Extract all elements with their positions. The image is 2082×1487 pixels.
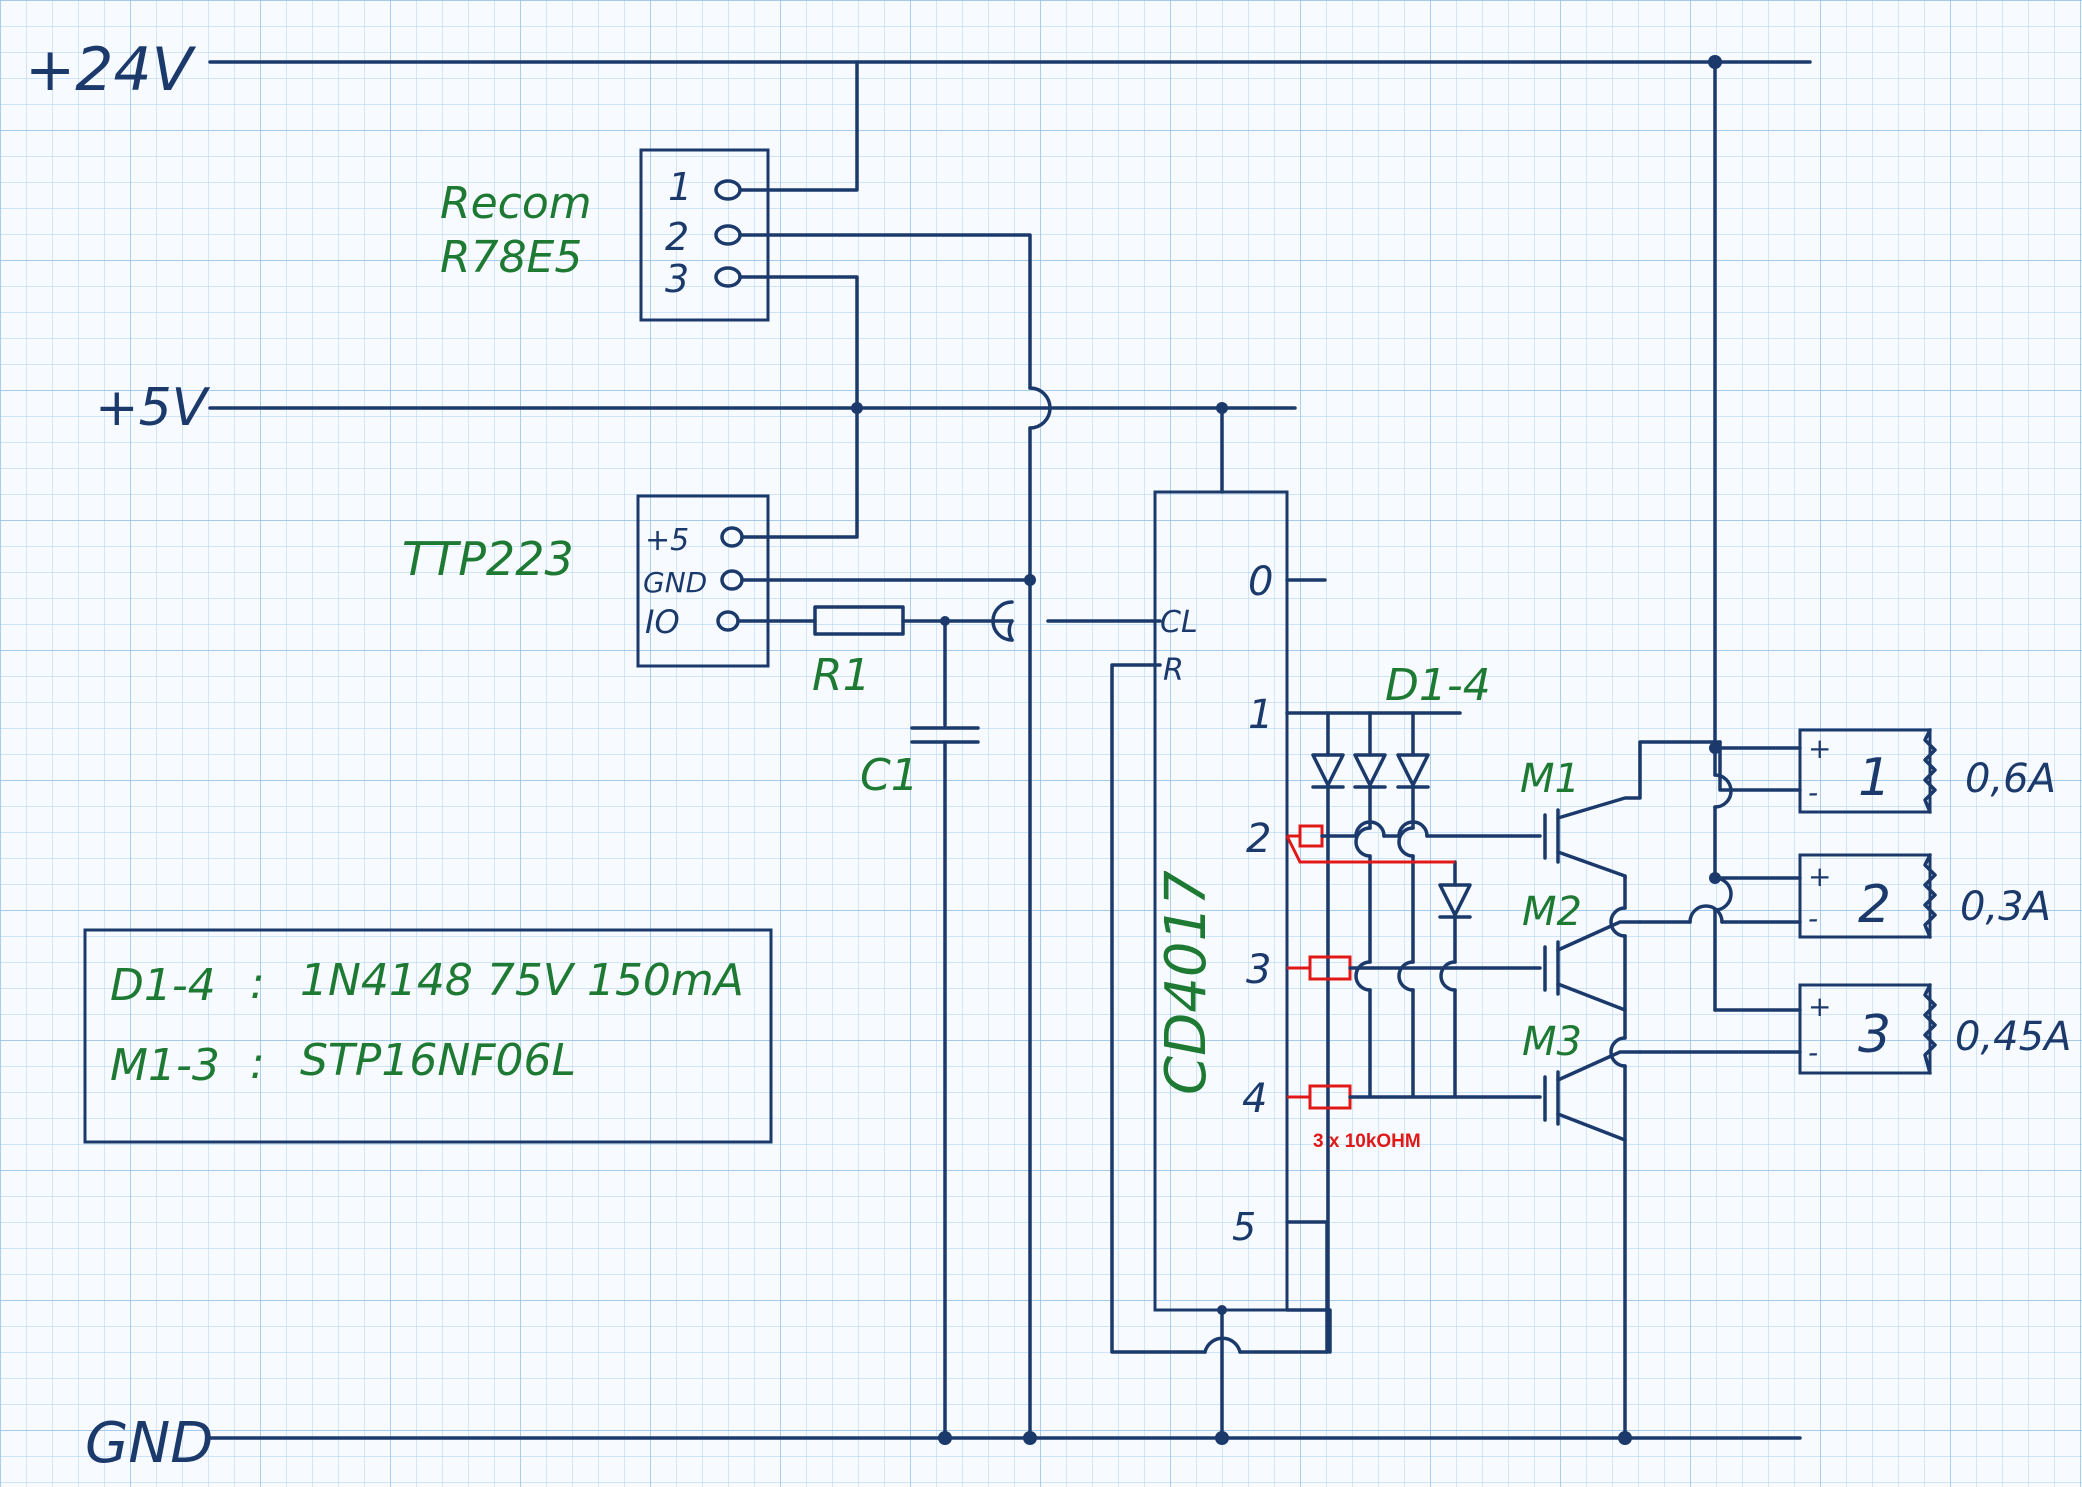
wire-vss-diode-return xyxy=(1285,1308,1332,1354)
load-1: + - 1 0,6A xyxy=(1798,728,2056,814)
load-1-current: 0,6A xyxy=(1965,756,2056,802)
load-1-box xyxy=(1798,728,1932,814)
regulator-title-2: R78E5 xyxy=(440,232,582,283)
wire-d2-hop xyxy=(1354,826,1372,858)
regulator-r78e5: Recom R78E5 1 2 3 xyxy=(440,148,770,322)
load-2: + - 2 0,3A xyxy=(1798,853,2051,939)
regulator-title-1: Recom xyxy=(440,178,592,229)
wire-io-hop-arc xyxy=(991,600,1014,642)
counter-out-3: 3 xyxy=(1246,947,1271,993)
touch-pin-io: IO xyxy=(645,603,680,641)
wire-out2-to-d4 xyxy=(1285,835,1455,864)
wire-d4-hop xyxy=(1439,960,1457,992)
legend-sep-1: : xyxy=(250,958,265,1009)
counter-cd4017: CD4017 CL R 0 1 2 3 4 5 xyxy=(1153,490,1289,1312)
diode-d3-body xyxy=(1396,753,1430,787)
load-1-coil xyxy=(1923,728,1937,814)
regulator-pin-3: 3 xyxy=(665,257,689,301)
load-2-box xyxy=(1798,853,1932,939)
wire-d2-hop xyxy=(1688,904,1724,924)
counter-pin-r: R xyxy=(1163,653,1184,688)
rail-5v-label: +5V xyxy=(95,378,211,438)
counter-out-5: 5 xyxy=(1232,1205,1256,1249)
label-r1: R1 xyxy=(812,650,871,701)
load-2-current: 0,3A xyxy=(1960,884,2051,930)
label-m3: M3 xyxy=(1522,1019,1582,1065)
legend-key-2: M1-3 xyxy=(110,1040,220,1091)
mosfets: M1 M2 M3 xyxy=(1520,740,1802,1440)
label-m2: M2 xyxy=(1522,889,1582,935)
mosfet-m2 xyxy=(1543,920,1642,1012)
counter-out-1: 1 xyxy=(1248,692,1273,738)
legend-box xyxy=(83,928,773,1144)
resistor-note: 3 x 10kOHM xyxy=(1313,1131,1421,1152)
load-bus xyxy=(1713,60,1802,1012)
load-2-plus: + xyxy=(1808,860,1831,893)
legend-value-1: 1N4148 75V 150mA xyxy=(300,955,744,1006)
load-2-coil xyxy=(1923,853,1937,939)
wire-touch-5v xyxy=(740,406,859,539)
load-3-index: 3 xyxy=(1858,1005,1891,1065)
wire-d2-hop2 xyxy=(1354,960,1372,992)
touch-wiring: R1 C1 xyxy=(736,406,1162,1440)
counter-pin-cl: CL xyxy=(1160,605,1198,640)
counter-out-4: 4 xyxy=(1242,1076,1267,1122)
wire-reset-loop xyxy=(1110,663,1207,1354)
rail-gnd-label: GND xyxy=(85,1411,213,1476)
diode-d2-body xyxy=(1353,753,1387,787)
load-3-coil xyxy=(1923,983,1937,1075)
load-1-index: 1 xyxy=(1858,748,1891,808)
counter-out-0: 0 xyxy=(1248,559,1273,605)
load-1-minus: - xyxy=(1808,776,1818,809)
label-c1: C1 xyxy=(860,750,919,801)
wire-d3-hop xyxy=(1397,826,1415,858)
mosfet-m3 xyxy=(1543,1050,1642,1142)
wire-reg3-5v xyxy=(738,275,859,410)
label-m1: M1 xyxy=(1520,756,1580,802)
legend-sep-2: : xyxy=(250,1038,265,1089)
junctions xyxy=(851,55,1722,1445)
load-2-index: 2 xyxy=(1858,875,1891,935)
counter-title: CD4017 xyxy=(1154,870,1219,1095)
wire-m1-load1 xyxy=(1718,740,1802,792)
legend-value-2: STP16NF06L xyxy=(300,1035,576,1086)
wire-g1-hop1 xyxy=(1354,820,1386,838)
load-3: + - 3 0,45A xyxy=(1798,983,2071,1075)
touch-pin-5v: +5 xyxy=(645,523,689,558)
load-3-current: 0,45A xyxy=(1955,1014,2071,1060)
touch-pin-gnd: GND xyxy=(643,566,707,599)
load-1-plus: + xyxy=(1808,732,1831,765)
label-diodes: D1-4 xyxy=(1385,660,1491,711)
load-3-plus: + xyxy=(1808,990,1831,1023)
regulator-pin-1: 1 xyxy=(668,165,692,209)
regulator-pin-2: 2 xyxy=(665,215,689,259)
counter-out-2: 2 xyxy=(1246,816,1271,862)
diode-d4-body xyxy=(1438,883,1472,917)
load-2-minus: - xyxy=(1808,902,1818,935)
diodes-d1-4: D1-4 xyxy=(1311,660,1491,1354)
wire-d3-hop2 xyxy=(1397,960,1415,992)
gate-resistors: 3 x 10kOHM xyxy=(1285,820,1542,1152)
load-3-minus: - xyxy=(1808,1036,1818,1069)
regulator-wiring xyxy=(738,60,1052,584)
wire-reg2-hop-5v xyxy=(1028,386,1052,430)
diode-d1-body xyxy=(1311,753,1345,787)
power-rails: +24V +5V GND xyxy=(25,35,1812,1476)
wire-reg1-24v xyxy=(738,60,859,192)
legend: D1-4 : 1N4148 75V 150mA M1-3 : STP16NF06… xyxy=(83,928,773,1144)
wire-src-hop2 xyxy=(1609,1036,1627,1068)
touch-title: TTP223 xyxy=(402,532,574,586)
wire-src-hop1 xyxy=(1609,906,1627,938)
wire-reg2-gnd-top xyxy=(738,233,1032,390)
wire-g1-hop2 xyxy=(1397,820,1429,838)
legend-key-1: D1-4 xyxy=(110,960,216,1011)
rail-24v-label: +24V xyxy=(25,35,197,105)
